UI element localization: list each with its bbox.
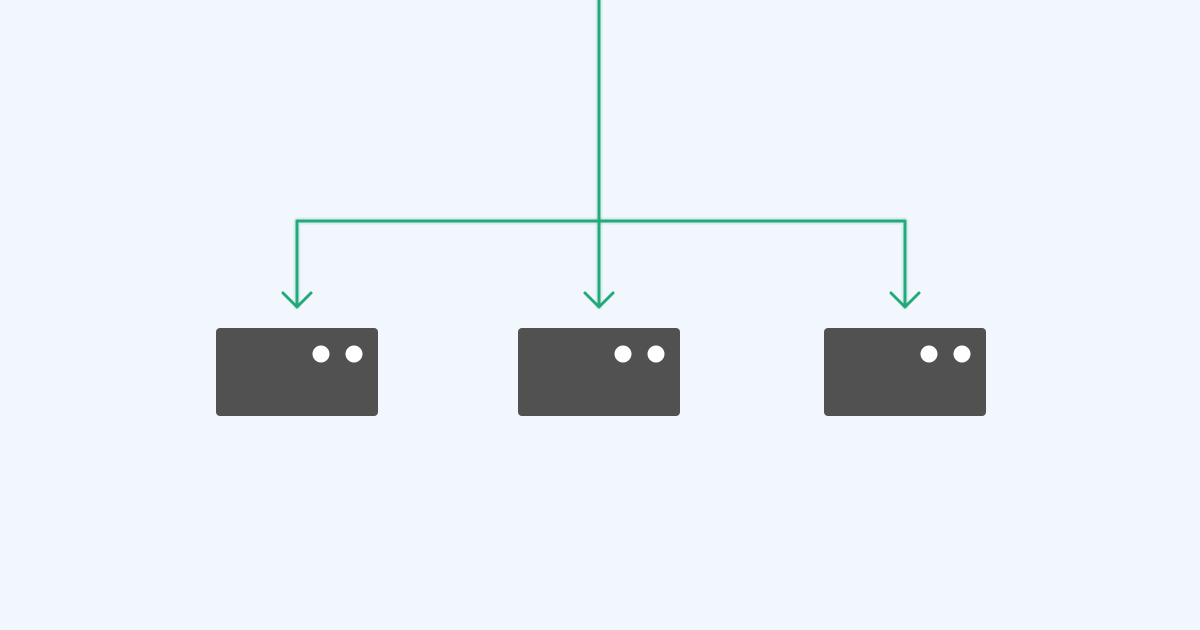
arrow-down-icon-right — [889, 291, 921, 309]
server-left — [216, 328, 378, 416]
indicator-light-1 — [312, 345, 330, 363]
arrow-down-icon-left — [281, 291, 313, 309]
indicator-light-2 — [647, 345, 665, 363]
server-center — [518, 328, 680, 416]
arrow-down-icon-center — [583, 291, 615, 309]
server-right — [824, 328, 986, 416]
connector-lines — [281, 0, 921, 310]
server-icon — [216, 328, 378, 416]
indicator-light-2 — [345, 345, 363, 363]
indicator-light-1 — [614, 345, 632, 363]
indicator-light-1 — [920, 345, 938, 363]
server-icon — [824, 328, 986, 416]
server-icon — [518, 328, 680, 416]
indicator-light-2 — [953, 345, 971, 363]
horizontal-branch-line — [295, 219, 907, 308]
